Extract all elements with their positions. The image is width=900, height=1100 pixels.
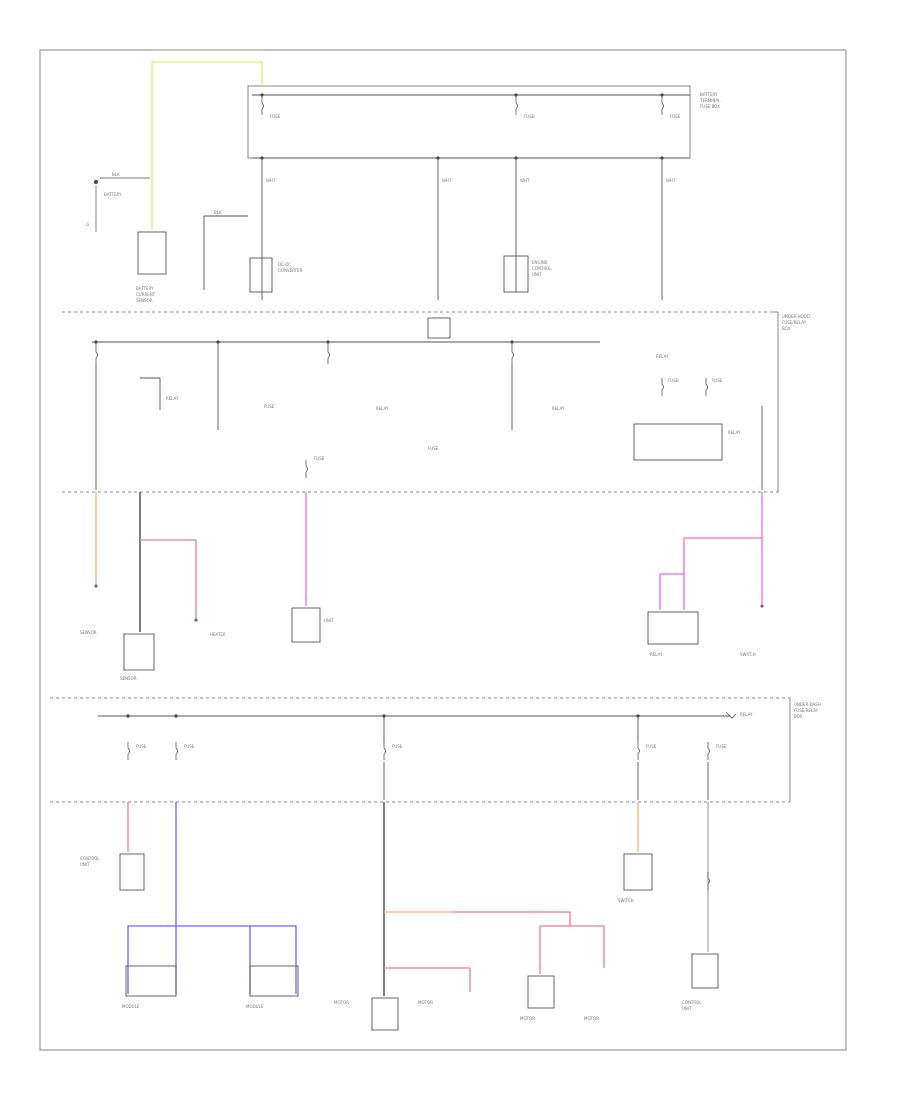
svg-text:FUSE BOX: FUSE BOX — [700, 104, 720, 109]
svg-text:WHT: WHT — [666, 178, 676, 183]
svg-text:BLK: BLK — [214, 210, 222, 215]
svg-text:FUSE: FUSE — [392, 744, 403, 749]
svg-text:CONTROL: CONTROL — [80, 856, 100, 861]
svg-text:MOTOR: MOTOR — [520, 1016, 535, 1021]
svg-text:BLK: BLK — [112, 172, 120, 177]
svg-text:RELAY: RELAY — [728, 430, 741, 435]
control-unit-box-center — [291, 607, 321, 643]
svg-text:CONTROL: CONTROL — [682, 1000, 702, 1005]
svg-text:RELAY: RELAY — [376, 406, 389, 411]
under-hood-fuse-relay-box: RELAY FUSE RELAY RELAY FUSE FUSE FUSE FU… — [92, 317, 763, 490]
svg-text:FUSE/RELAY: FUSE/RELAY — [794, 708, 819, 713]
svg-text:FUSE: FUSE — [712, 378, 723, 383]
under-dash-fuse-relay-box: FUSE FUSE FUSE FUSE FUSE RELAY — [98, 711, 753, 800]
svg-text:MODULE: MODULE — [122, 1004, 140, 1009]
svg-text:MOTOR: MOTOR — [584, 1016, 599, 1021]
wire-pink-center-a — [384, 967, 471, 992]
svg-text:UNIT: UNIT — [80, 862, 90, 867]
svg-text:BATTERY: BATTERY — [700, 92, 718, 97]
svg-text:RELAY: RELAY — [656, 354, 669, 359]
svg-text:FUSE: FUSE — [314, 456, 325, 461]
svg-text:CONVERTER: CONVERTER — [278, 268, 303, 273]
svg-text:UNDER-DASH: UNDER-DASH — [794, 702, 821, 707]
sensor-box-left — [123, 633, 155, 671]
dc-dc-converter-box — [249, 257, 273, 293]
svg-text:CONTROL: CONTROL — [532, 266, 552, 271]
control-unit-box-right-lower — [691, 953, 719, 989]
svg-text:FUSE: FUSE — [524, 114, 535, 119]
svg-text:MOTOR: MOTOR — [418, 1000, 433, 1005]
svg-text:SENSOR: SENSOR — [136, 298, 153, 303]
control-unit-box-lower-left — [119, 853, 145, 891]
svg-text:FUSE: FUSE — [428, 446, 439, 451]
svg-text:UNIT: UNIT — [324, 618, 334, 623]
svg-text:FUSE: FUSE — [668, 378, 679, 383]
svg-text:G: G — [86, 222, 89, 227]
svg-text:DC-DC: DC-DC — [278, 262, 291, 267]
svg-text:WHT: WHT — [520, 178, 530, 183]
svg-text:FUSE: FUSE — [264, 404, 275, 409]
svg-text:FUSE: FUSE — [136, 744, 147, 749]
svg-text:SWITCH: SWITCH — [740, 652, 756, 657]
engine-control-unit-box — [503, 255, 529, 293]
svg-text:RELAY: RELAY — [740, 712, 753, 717]
svg-text:MOTOR: MOTOR — [334, 1000, 349, 1005]
svg-text:FUSE: FUSE — [716, 744, 727, 749]
module-box-lower-left-a — [125, 965, 177, 997]
svg-text:WHT: WHT — [442, 178, 452, 183]
motor-box-b — [527, 975, 555, 1009]
svg-text:UNIT: UNIT — [682, 1006, 692, 1011]
motor-box-a — [371, 997, 399, 1031]
svg-text:UNIT: UNIT — [532, 272, 542, 277]
wire-pink-center-c — [452, 911, 571, 926]
battery-sensor-box — [137, 231, 167, 275]
svg-text:FUSE: FUSE — [270, 114, 281, 119]
svg-text:HEATER: HEATER — [210, 632, 226, 637]
svg-text:BATTERY: BATTERY — [136, 286, 154, 291]
battery-terminal-fuse-box: FUSE FUSE FUSE BATTERY TERMINAL FUSE BOX — [247, 85, 721, 160]
relay-box-right — [647, 611, 699, 645]
svg-text:BOX: BOX — [782, 326, 791, 331]
svg-text:TERMINAL: TERMINAL — [699, 98, 721, 103]
svg-text:ENGINE: ENGINE — [532, 260, 548, 265]
svg-text:RELAY: RELAY — [650, 652, 663, 657]
svg-text:BATTERY: BATTERY — [104, 192, 122, 197]
switch-box-right-lower — [623, 853, 653, 891]
diagram-frame — [39, 49, 847, 1051]
svg-text:RELAY: RELAY — [552, 406, 565, 411]
svg-text:RELAY: RELAY — [166, 396, 179, 401]
wire-yellow-battery — [151, 61, 263, 230]
svg-text:MODULE: MODULE — [246, 1004, 264, 1009]
svg-text:CURRENT: CURRENT — [136, 292, 156, 297]
svg-text:SWITCH: SWITCH — [618, 898, 634, 903]
svg-text:WHT: WHT — [266, 178, 276, 183]
svg-text:SENSOR: SENSOR — [120, 676, 137, 681]
svg-text:FUSE: FUSE — [184, 744, 195, 749]
svg-text:FUSE/RELAY: FUSE/RELAY — [782, 320, 807, 325]
svg-text:SENSOR: SENSOR — [80, 630, 97, 635]
module-box-lower-left-b — [249, 965, 299, 997]
svg-text:UNDER-HOOD: UNDER-HOOD — [782, 314, 810, 319]
svg-text:FUSE: FUSE — [646, 744, 657, 749]
svg-text:BOX: BOX — [794, 714, 803, 719]
wire-pink-center-d — [539, 925, 605, 974]
wire-blue-branch-left — [127, 925, 297, 994]
svg-text:FUSE: FUSE — [670, 114, 681, 119]
wire-pink-relay — [140, 539, 197, 618]
